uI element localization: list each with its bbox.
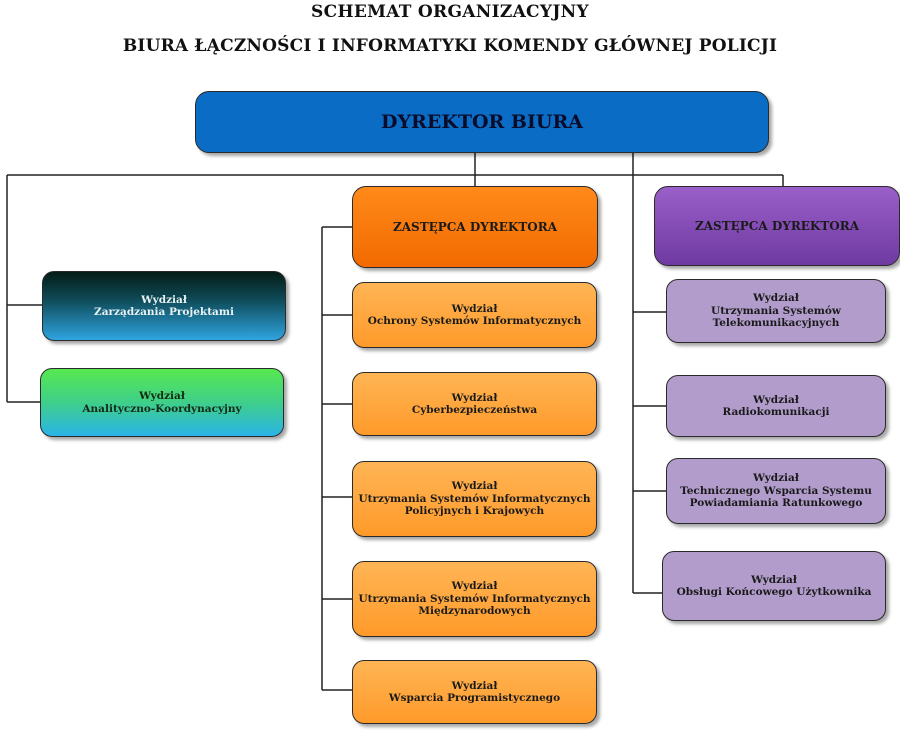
director-box[interactable]: DYREKTOR BIURA: [195, 91, 769, 153]
unit-box-programming-support[interactable]: Wydział Wsparcia Programistycznego: [352, 660, 597, 724]
unit-line: Policyjnych i Krajowych: [404, 505, 545, 518]
unit-box-analytics[interactable]: Wydział Analityczno-Koordynacyjny: [40, 368, 284, 437]
unit-line: Wydział: [141, 293, 187, 306]
unit-line: Cyberbezpieczeństwa: [411, 404, 538, 416]
unit-line: Utrzymania Systemów: [711, 304, 841, 317]
chart-title: SCHEMAT ORGANIZACYJNY: [311, 2, 589, 22]
director-label: DYREKTOR BIURA: [381, 110, 583, 133]
unit-box-end-user-service[interactable]: Wydział Obsługi Końcowego Użytkownika: [662, 551, 886, 621]
unit-box-projects[interactable]: Wydział Zarządzania Projektami: [42, 271, 286, 341]
unit-line: Wydział: [751, 573, 797, 586]
unit-box-emergency-notification[interactable]: Wydział Technicznego Wsparcia Systemu Po…: [666, 458, 886, 524]
unit-line: Analityczno-Koordynacyjny: [82, 402, 242, 415]
unit-box-telecom-systems[interactable]: Wydział Utrzymania Systemów Telekomunika…: [666, 279, 886, 343]
unit-line: Wydział: [753, 393, 799, 406]
deputy-label: ZASTĘPCA DYREKTORA: [392, 219, 558, 234]
unit-line: Telekomunikacyjnych: [712, 317, 840, 330]
unit-box-system-protection[interactable]: Wydział Ochrony Systemów Informatycznych: [352, 282, 597, 348]
unit-line: Zarządzania Projektami: [94, 306, 234, 318]
deputy-director-box-left[interactable]: ZASTĘPCA DYREKTORA: [352, 186, 598, 268]
unit-line: Wydział: [451, 480, 498, 493]
deputy-director-box-right[interactable]: ZASTĘPCA DYREKTORA: [654, 186, 900, 266]
unit-line: Wydział: [451, 391, 498, 404]
unit-line: Utrzymania Systemów Informatycznych: [358, 592, 591, 605]
deputy-label: ZASTĘPCA DYREKTORA: [694, 218, 860, 233]
unit-line: Radiokomunikacji: [722, 406, 830, 418]
unit-box-radiocommunication[interactable]: Wydział Radiokomunikacji: [666, 375, 886, 437]
unit-line: Powiadamiania Ratunkowego: [689, 497, 863, 510]
unit-line: Wydział: [451, 580, 498, 593]
unit-line: Wydział: [451, 302, 498, 315]
unit-line: Wydział: [139, 390, 185, 402]
unit-line: Obsługi Końcowego Użytkownika: [676, 586, 872, 598]
unit-line: Technicznego Wsparcia Systemu: [680, 484, 872, 497]
unit-line: Wydział: [753, 472, 799, 485]
unit-line: Wydział: [451, 679, 498, 692]
unit-line: Wsparcia Programistycznego: [388, 692, 561, 704]
unit-line: Wydział: [753, 292, 799, 305]
unit-box-police-national-systems[interactable]: Wydział Utrzymania Systemów Informatyczn…: [352, 461, 597, 537]
unit-box-international-systems[interactable]: Wydział Utrzymania Systemów Informatyczn…: [352, 561, 597, 637]
unit-line: Ochrony Systemów Informatycznych: [367, 315, 582, 327]
chart-subtitle: BIURA ŁĄCZNOŚCI I INFORMATYKI KOMENDY GŁ…: [122, 36, 778, 56]
unit-line: Międzynarodowych: [418, 605, 531, 618]
unit-box-cybersecurity[interactable]: Wydział Cyberbezpieczeństwa: [352, 372, 597, 436]
unit-line: Utrzymania Systemów Informatycznych: [358, 492, 591, 505]
